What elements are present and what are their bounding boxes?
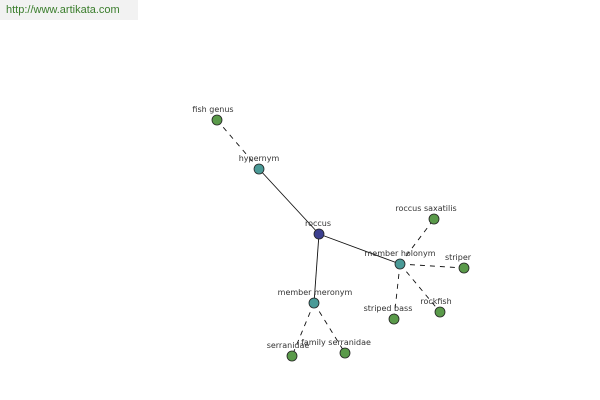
- node-label-member-meronym: member meronym: [278, 288, 353, 297]
- node-marker-roccus[interactable]: [313, 228, 325, 240]
- node-fish-genus[interactable]: fish genus: [192, 105, 234, 126]
- node-serranidae[interactable]: serranidae: [267, 341, 310, 362]
- watermark-url: http://www.artikata.com: [0, 0, 138, 20]
- node-label-serranidae: serranidae: [267, 341, 310, 350]
- node-family-serranidae[interactable]: family serranidae: [301, 338, 371, 359]
- node-roccus[interactable]: roccus: [305, 219, 331, 240]
- node-marker-fish-genus[interactable]: [211, 114, 223, 126]
- node-marker-member-meronym[interactable]: [308, 297, 320, 309]
- edge-hypernym-fish-genus: [216, 119, 260, 170]
- node-marker-striper[interactable]: [458, 262, 470, 274]
- node-label-member-holonym: member holonym: [364, 249, 435, 258]
- node-member-meronym[interactable]: member meronym: [278, 288, 353, 309]
- node-marker-serranidae[interactable]: [286, 350, 298, 362]
- nodes-layer: roccus hypernym member holonym member meron…: [192, 105, 472, 362]
- edge-roccus-hypernym: [258, 168, 320, 235]
- node-marker-family-serranidae[interactable]: [339, 347, 351, 359]
- edge-roccus-member-holonym: [318, 233, 401, 265]
- edge-member-holonym-striper: [399, 263, 465, 269]
- node-hypernym[interactable]: hypernym: [239, 154, 280, 175]
- node-label-rockfish: rockfish: [420, 297, 451, 306]
- edge-roccus-member-meronym: [313, 233, 320, 304]
- node-label-fish-genus: fish genus: [192, 105, 233, 114]
- node-marker-member-holonym[interactable]: [394, 258, 406, 270]
- node-marker-roccus-saxatilis[interactable]: [428, 213, 440, 225]
- node-label-roccus-saxatilis: roccus saxatilis: [395, 204, 456, 213]
- node-roccus-saxatilis[interactable]: roccus saxatilis: [395, 204, 457, 225]
- node-striper[interactable]: striper: [445, 253, 472, 274]
- node-label-striped-bass: striped bass: [364, 304, 413, 313]
- node-label-roccus: roccus: [305, 219, 331, 228]
- node-label-family-serranidae: family serranidae: [301, 338, 371, 347]
- node-striped-bass[interactable]: striped bass: [364, 304, 413, 325]
- node-rockfish[interactable]: rockfish: [420, 297, 452, 318]
- node-marker-hypernym[interactable]: [253, 163, 265, 175]
- node-label-hypernym: hypernym: [239, 154, 280, 163]
- edge-member-holonym-rockfish: [399, 263, 441, 313]
- node-label-striper: striper: [445, 253, 472, 262]
- node-marker-rockfish[interactable]: [434, 306, 446, 318]
- node-member-holonym[interactable]: member holonym: [364, 249, 436, 270]
- node-marker-striped-bass[interactable]: [388, 313, 400, 325]
- edges-layer: [216, 119, 465, 357]
